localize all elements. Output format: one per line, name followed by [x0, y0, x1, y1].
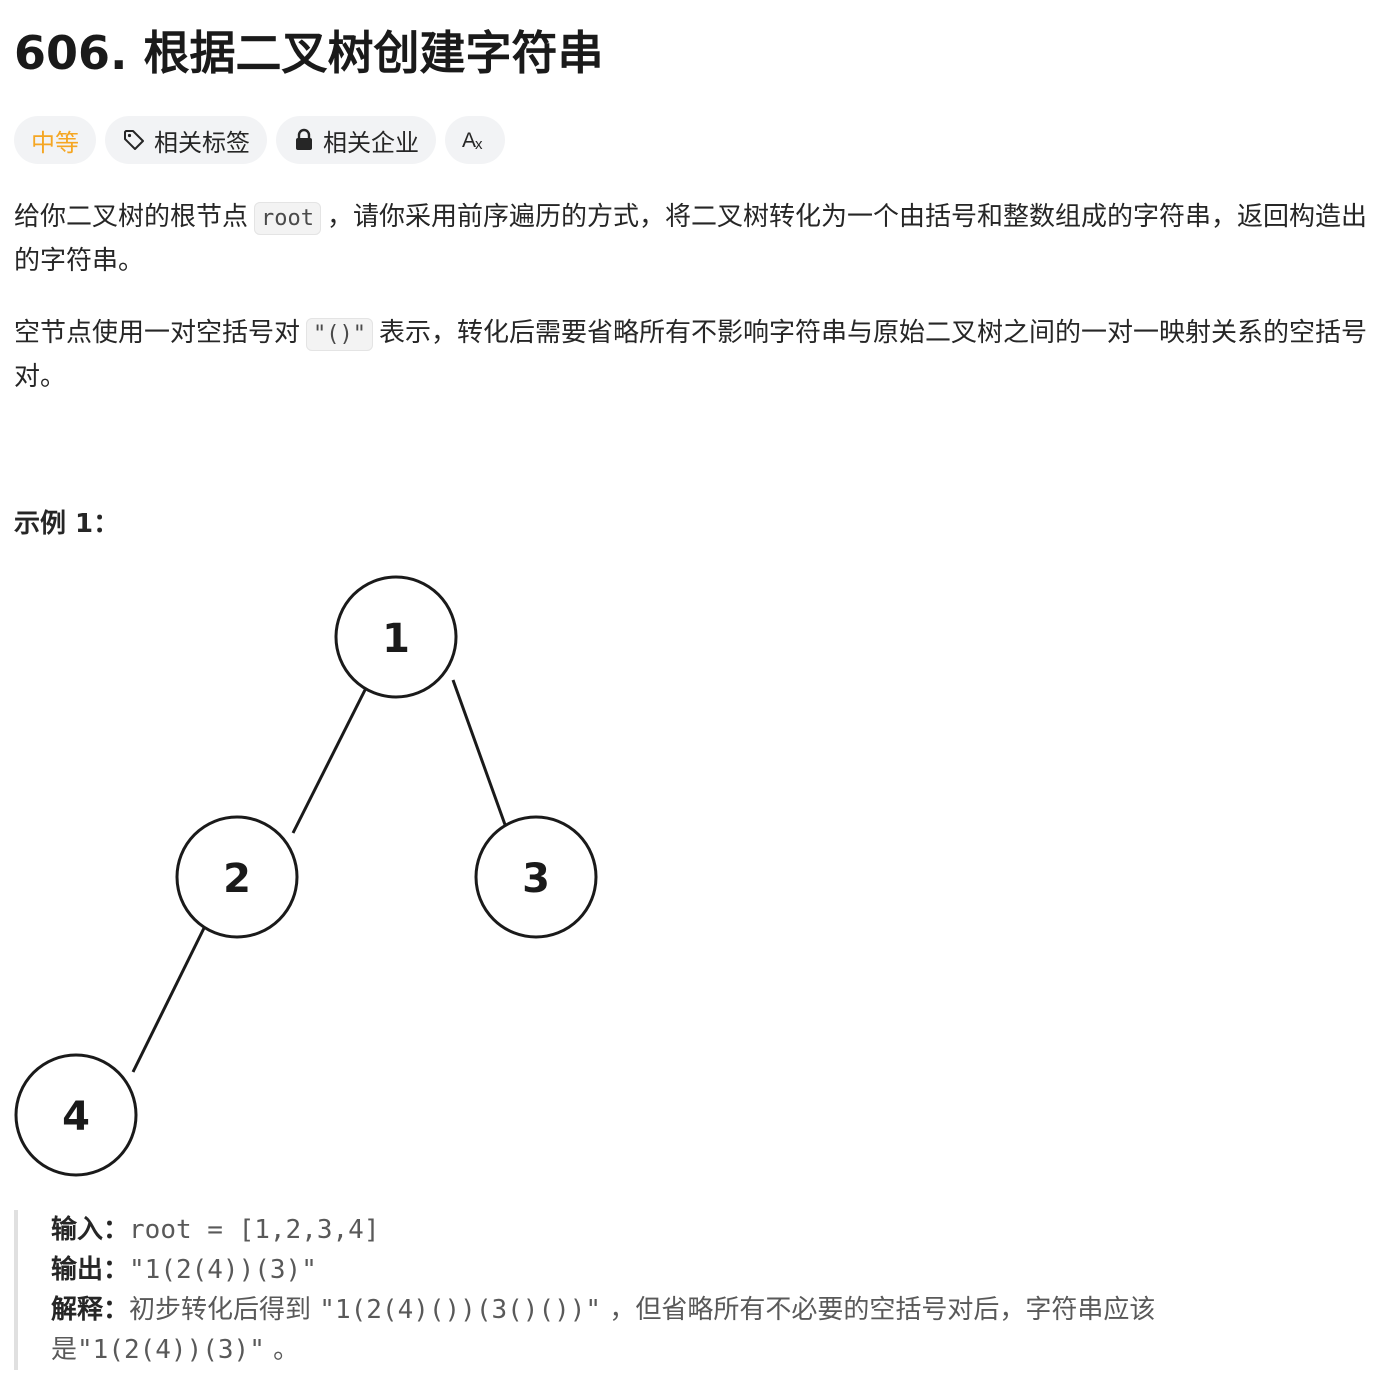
description-text: 给你二叉树的根节点 [14, 202, 249, 232]
binary-tree-diagram: 1 2 3 4 [14, 575, 598, 1177]
tree-node [334, 575, 458, 699]
difficulty-badge[interactable]: 中等 [14, 116, 96, 164]
input-value: root = [1,2,3,4] [129, 1215, 380, 1245]
tree-node-label: 2 [223, 856, 251, 902]
output-value: "1(2(4))(3)" [129, 1255, 317, 1285]
svg-text:A: A [462, 129, 476, 152]
tree-edge [131, 921, 209, 1073]
translate-button[interactable]: A x [445, 116, 505, 164]
description-text: 表示，转化后需要省略所有不影响字符串与原始二叉树之间的一对一映射关系的空括号对。 [14, 318, 1368, 392]
tree-edge [291, 681, 371, 834]
description-text: 空节点使用一对空括号对 [14, 318, 301, 348]
example-title: 示例 1： [14, 509, 120, 539]
example-explanation-line: 解释：初步转化后得到 "1(2(4)())(3()())" ，但省略所有不必要的… [51, 1290, 1351, 1330]
related-companies-label: 相关企业 [323, 128, 419, 157]
explanation-label: 解释： [51, 1295, 130, 1325]
problem-page: 606. 根据二叉树创建字符串 中等 相关标签 相关企业 [14, 0, 1386, 1400]
explanation-text: 初步转化后得到 [129, 1295, 312, 1325]
output-label: 输出： [51, 1255, 130, 1285]
lock-icon [293, 128, 315, 152]
tag-icon [122, 128, 146, 152]
tree-node-label: 3 [522, 856, 550, 902]
example-explanation-continuation: 是"1(2(4))(3)" 。 [51, 1330, 1351, 1370]
related-companies-button[interactable]: 相关企业 [276, 116, 436, 164]
tree-node [474, 815, 598, 939]
tag-bar: 中等 相关标签 相关企业 A [14, 116, 505, 164]
explanation-text: 是 [51, 1335, 78, 1365]
example-output-line: 输出："1(2(4))(3)" [51, 1250, 1351, 1290]
tree-edge [451, 679, 510, 834]
svg-text:x: x [475, 136, 483, 152]
inline-code: root [254, 202, 321, 235]
description-paragraph-2: 空节点使用一对空括号对"()"表示，转化后需要省略所有不影响字符串与原始二叉树之… [14, 312, 1374, 398]
difficulty-label: 中等 [31, 128, 79, 157]
tree-node [175, 815, 299, 939]
example-input-line: 输入：root = [1,2,3,4] [51, 1210, 1351, 1250]
input-label: 输入： [51, 1215, 130, 1245]
tree-node-label: 4 [62, 1094, 90, 1140]
translate-icon: A x [462, 128, 488, 152]
page-title: 606. 根据二叉树创建字符串 [14, 26, 604, 80]
description-text: ，请你采用前序遍历的方式，将二叉树转化为一个由括号和整数组成的字符串，返回构造出… [14, 202, 1368, 276]
related-tags-button[interactable]: 相关标签 [105, 116, 267, 164]
explanation-code: "1(2(4)())(3()())" [319, 1295, 602, 1325]
example-block: 输入：root = [1,2,3,4] 输出："1(2(4))(3)" 解释：初… [14, 1210, 1351, 1370]
explanation-code: "1(2(4))(3)" [77, 1335, 265, 1365]
inline-code: "()" [306, 318, 373, 351]
tree-node [14, 1053, 138, 1177]
tree-node-label: 1 [382, 616, 410, 662]
related-tags-label: 相关标签 [154, 128, 250, 157]
explanation-text: 。 [273, 1335, 300, 1365]
explanation-text: ，但省略所有不必要的空括号对后，字符串应该 [609, 1295, 1156, 1325]
